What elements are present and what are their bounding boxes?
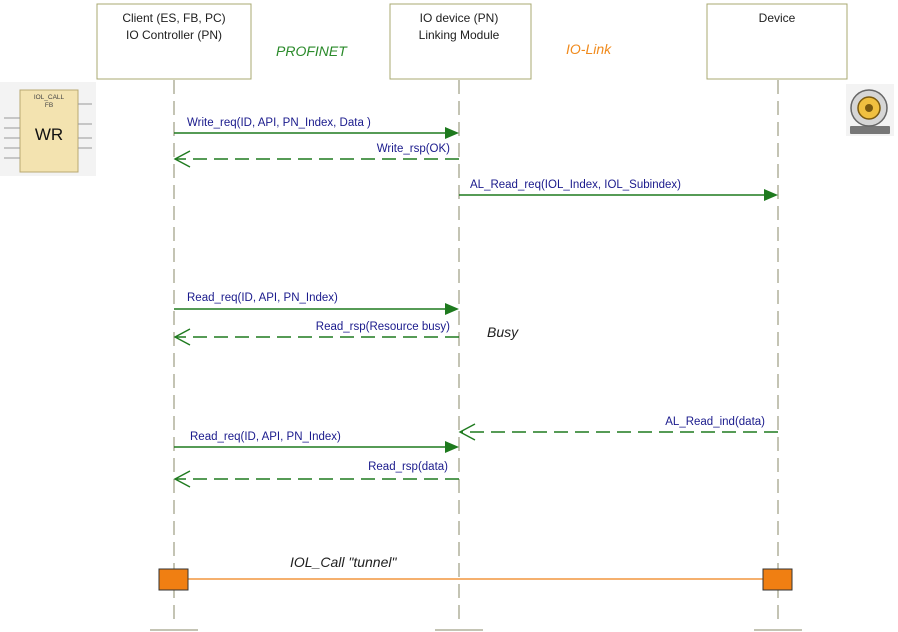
tunnel-start-box: [158, 568, 189, 591]
message-read-req-2-head: [445, 441, 459, 453]
actor-device-line1: Device: [759, 11, 796, 25]
message-al-read-ind-head: [458, 423, 476, 441]
actor-io-device-box: [389, 3, 532, 80]
busy-note: Busy: [487, 324, 519, 340]
actor-io-device-line2: Linking Module: [419, 28, 500, 42]
message-read-req-1-head: [445, 303, 459, 315]
device-motor-icon: [846, 84, 894, 136]
actor-client-line1: Client (ES, FB, PC): [122, 11, 225, 25]
fb-main-text: WR: [35, 125, 63, 144]
actor-client-box: [96, 3, 252, 80]
message-read-rsp-busy-label: Read_rsp(Resource busy): [316, 321, 450, 333]
actor-io-device-line1: IO device (PN): [420, 11, 499, 25]
message-read-rsp-data-head: [173, 470, 191, 488]
message-write-rsp-head: [173, 150, 191, 168]
iol-call-fb-icon: IOL_CALL FB WR: [0, 82, 96, 176]
message-al-read-req-head: [764, 189, 778, 201]
actor-client-line2: IO Controller (PN): [126, 28, 222, 42]
tunnel-label: IOL_Call "tunnel": [290, 554, 397, 570]
message-read-rsp-busy-head: [173, 328, 191, 346]
fb-sub-text: FB: [45, 102, 53, 109]
message-read-rsp-data-label: Read_rsp(data): [368, 461, 448, 473]
message-read-req-1-label: Read_req(ID, API, PN_Index): [187, 292, 338, 304]
message-al-read-ind-label: AL_Read_ind(data): [665, 416, 765, 428]
fb-top-text: IOL_CALL: [34, 94, 65, 101]
message-write-req-label: Write_req(ID, API, PN_Index, Data ): [187, 117, 371, 129]
profinet-label: PROFINET: [276, 43, 348, 59]
tunnel-end-box: [762, 568, 793, 591]
message-write-req-head: [445, 127, 459, 139]
message-read-req-2-label: Read_req(ID, API, PN_Index): [190, 431, 341, 443]
iolink-label: IO-Link: [566, 41, 612, 57]
message-al-read-req-label: AL_Read_req(IOL_Index, IOL_Subindex): [470, 179, 681, 191]
message-write-rsp-label: Write_rsp(OK): [377, 143, 450, 155]
actor-device-box: [706, 3, 848, 80]
